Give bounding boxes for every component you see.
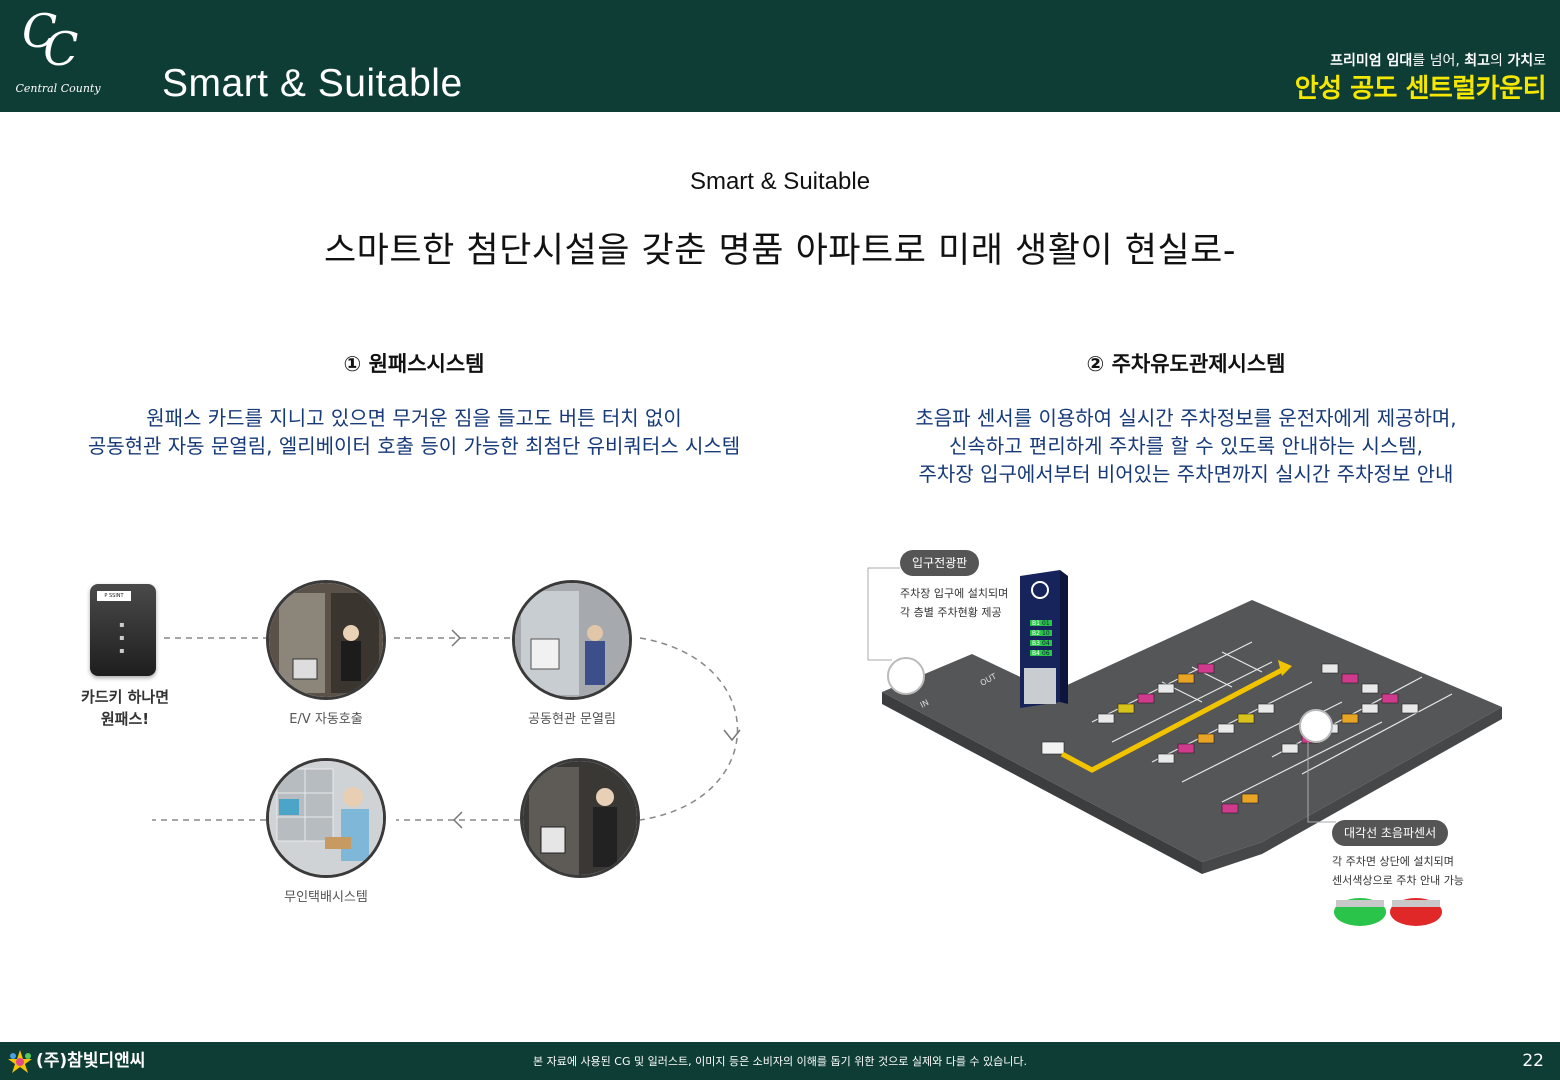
entrance-board-label: 입구전광판 bbox=[900, 550, 980, 576]
onepass-description-line: 원패스 카드를 지니고 있으면 무거운 짐을 들고도 버튼 터치 없이 bbox=[146, 406, 682, 430]
onepass-card-key: P SSINT ▪▪▪ bbox=[90, 584, 156, 676]
sign-floor-label: B4 bbox=[1032, 650, 1040, 657]
onepass-description: 원패스 카드를 지니고 있으면 무거운 짐을 들고도 버튼 터치 없이 공동현관… bbox=[14, 404, 814, 460]
parking-description-line: 주차장 입구에서부터 비어있는 주차면까지 실시간 주차정보 안내 bbox=[918, 462, 1454, 486]
header-title: Smart & Suitable bbox=[162, 62, 463, 105]
sign-floor-count: 04 bbox=[1042, 640, 1050, 647]
sign-floor-count: 01 bbox=[1042, 620, 1050, 627]
page-number: 22 bbox=[1522, 1051, 1544, 1071]
parking-description-line: 신속하고 편리하게 주차를 할 수 있도록 안내하는 시스템, bbox=[948, 434, 1424, 458]
footer-bar: (주)참빛디앤씨 본 자료에 사용된 CG 및 일러스트, 이미지 등은 소비자… bbox=[0, 1042, 1560, 1080]
parking-description-line: 초음파 센서를 이용하여 실시간 주차정보를 운전자에게 제공하며, bbox=[915, 406, 1457, 430]
parking-heading: ② 주차유도관제시스템 bbox=[1086, 352, 1286, 376]
page-subtitle: Smart & Suitable bbox=[689, 168, 871, 195]
sensor-label: 대각선 초음파센서 bbox=[1332, 820, 1449, 846]
elevator-caption: E/V 자동호출 bbox=[289, 712, 363, 727]
sign-floor-label: B3 bbox=[1032, 640, 1040, 647]
footer-company: (주)참빛디앤씨 bbox=[36, 1051, 146, 1071]
delivery-locker-photo bbox=[266, 758, 386, 878]
delivery-caption: 무인택배시스템 bbox=[284, 890, 368, 905]
card-caption: 카드키 하나면 원패스! bbox=[80, 688, 170, 728]
logo-text: Central County bbox=[15, 82, 101, 95]
page-headline: 스마트한 첨단시설을 갖춘 명품 아파트로 미래 생활이 현실로- bbox=[323, 231, 1236, 271]
central-county-logo: CC Central County bbox=[6, 6, 110, 106]
footer-disclaimer: 본 자료에 사용된 CG 및 일러스트, 이미지 등은 소비자의 이해를 돕기 … bbox=[532, 1055, 1028, 1068]
logo-monogram: CC bbox=[22, 4, 79, 76]
onepass-description-line: 공동현관 자동 문열림, 엘리베이터 호출 등이 가능한 최첨단 유비쿼터스 시… bbox=[87, 434, 741, 458]
sign-floor-count: 10 bbox=[1042, 630, 1050, 637]
sign-floor-label: B2 bbox=[1032, 630, 1040, 637]
sign-floor-count: 06 bbox=[1042, 650, 1050, 657]
sensor-notes: 각 주차면 상단에 설치되며 센서색상으로 주차 안내 가능 bbox=[1332, 855, 1464, 887]
parking-description: 초음파 센서를 이용하여 실시간 주차정보를 운전자에게 제공하며, 신속하고 … bbox=[826, 404, 1546, 488]
entrance-caption: 공동현관 문열림 bbox=[528, 712, 616, 727]
card-icons: ▪▪▪ bbox=[119, 620, 125, 655]
road-mark: IN bbox=[919, 698, 931, 710]
entrance-photo bbox=[512, 580, 632, 700]
door-photo bbox=[520, 758, 640, 878]
project-name: 안성 공도 센트럴카운티 bbox=[1294, 74, 1547, 104]
onepass-heading: ① 원패스시스템 bbox=[343, 352, 485, 376]
header-tagline: 프리미엄 임대를 넘어, 최고의 가치로 bbox=[1330, 53, 1546, 69]
entrance-board-notes: 주차장 입구에 설치되며 각 층별 주차현황 제공 bbox=[900, 587, 1009, 619]
header-bar: CC Central County Smart & Suitable 프리미엄 … bbox=[0, 0, 1560, 112]
flow-arrows bbox=[152, 629, 741, 829]
elevator-photo bbox=[266, 580, 386, 700]
onepass-diagram: P SSINT ▪▪▪ 카드키 하나면 원패스! E/V 자동호출 공동현관 문… bbox=[60, 570, 760, 920]
sign-floor-label: B1 bbox=[1032, 620, 1040, 627]
company-logo-icon bbox=[8, 1050, 32, 1073]
card-label: P SSINT bbox=[97, 591, 131, 601]
